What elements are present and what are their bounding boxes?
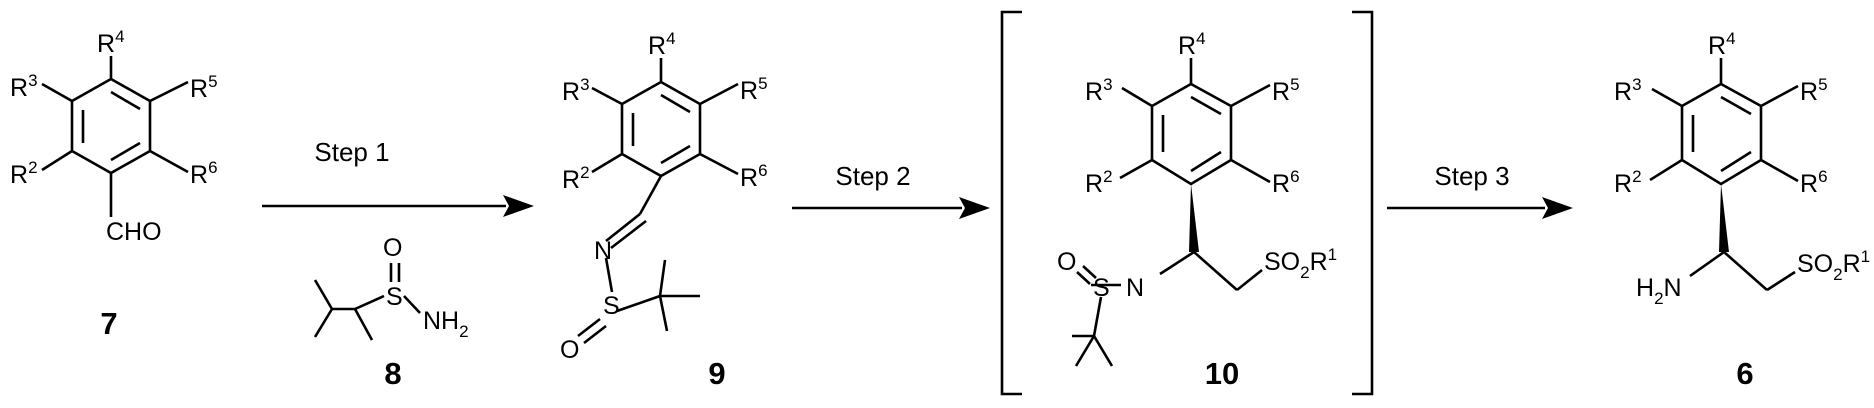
r6-label: R6 bbox=[1800, 167, 1828, 198]
imine-nitrogen: N bbox=[594, 237, 612, 265]
right-bracket bbox=[1352, 12, 1372, 394]
sulfinyl-oxygen: O bbox=[560, 336, 579, 364]
r6-label: R6 bbox=[1272, 167, 1300, 198]
sulfonyl-r1-label: SO2R1 bbox=[1264, 245, 1337, 282]
compound-number-8: 8 bbox=[384, 356, 401, 391]
r6-label: R6 bbox=[740, 161, 768, 192]
r5-label: R5 bbox=[740, 74, 768, 105]
compound-number-9: 9 bbox=[708, 356, 725, 391]
compound-8: O S NH2 8 bbox=[315, 234, 469, 391]
r6-label: R6 bbox=[190, 158, 218, 189]
step-2-label: Step 2 bbox=[835, 161, 910, 191]
r2-label: R2 bbox=[10, 158, 38, 189]
amide-nitrogen: N bbox=[1126, 274, 1144, 302]
r3-label: R3 bbox=[1085, 75, 1113, 106]
step-1: Step 1 bbox=[262, 137, 534, 217]
r3-label: R3 bbox=[1614, 75, 1642, 106]
step-2-arrowhead bbox=[959, 197, 990, 219]
r4-label: R4 bbox=[97, 27, 125, 58]
step-3-label: Step 3 bbox=[1434, 161, 1509, 191]
compound-number-7: 7 bbox=[100, 306, 117, 341]
r3-label: R3 bbox=[562, 75, 590, 106]
r2-label: R2 bbox=[1085, 167, 1113, 198]
step-1-label: Step 1 bbox=[314, 137, 389, 167]
r5-label: R5 bbox=[1800, 75, 1828, 106]
sulfonyl-r1-label: SO2R1 bbox=[1797, 247, 1870, 284]
compound-7-bonds bbox=[42, 56, 188, 217]
compound-9: R4 R5 R6 R3 R2 N S O 9 bbox=[560, 29, 768, 391]
step-3-arrowhead bbox=[1542, 197, 1573, 219]
aldehyde-label: CHO bbox=[106, 218, 162, 246]
compound-number-6: 6 bbox=[1736, 356, 1753, 391]
step-2: Step 2 bbox=[792, 161, 990, 219]
r3-label: R3 bbox=[10, 71, 38, 102]
r5-label: R5 bbox=[190, 72, 218, 103]
compound-number-10: 10 bbox=[1205, 356, 1239, 391]
r4-label: R4 bbox=[648, 29, 676, 60]
sulfur-atom: S bbox=[603, 292, 620, 320]
compound-6: R4 R5 R6 R3 R2 H2N SO2R1 6 bbox=[1614, 29, 1870, 391]
wedge-bond bbox=[1719, 184, 1729, 252]
step-1-arrowhead bbox=[503, 195, 534, 217]
left-bracket bbox=[1002, 12, 1022, 394]
r4-label: R4 bbox=[1708, 29, 1736, 60]
sulfur-atom: S bbox=[386, 283, 403, 311]
r4-label: R4 bbox=[1178, 29, 1206, 60]
compound-7: R4 R5 R6 R3 R2 CHO 7 bbox=[10, 27, 218, 341]
step-3: Step 3 bbox=[1387, 161, 1573, 219]
sulfinyl-oxygen: O bbox=[1057, 248, 1076, 276]
compound-8-bonds bbox=[315, 263, 420, 340]
compound-6-bonds bbox=[1650, 58, 1798, 290]
r2-label: R2 bbox=[562, 163, 590, 194]
r2-label: R2 bbox=[1614, 167, 1642, 198]
sulfur-atom: S bbox=[1093, 274, 1110, 302]
sulfinyl-oxygen: O bbox=[383, 234, 402, 262]
wedge-bond bbox=[1189, 184, 1199, 252]
r5-label: R5 bbox=[1272, 75, 1300, 106]
compound-9-bonds bbox=[578, 58, 738, 343]
amine-h2n-label: H2N bbox=[1636, 274, 1682, 308]
compound-10: R4 R5 R6 R3 R2 O S N SO2R1 10 bbox=[1002, 12, 1372, 394]
amine-nh2-label: NH2 bbox=[423, 307, 469, 341]
